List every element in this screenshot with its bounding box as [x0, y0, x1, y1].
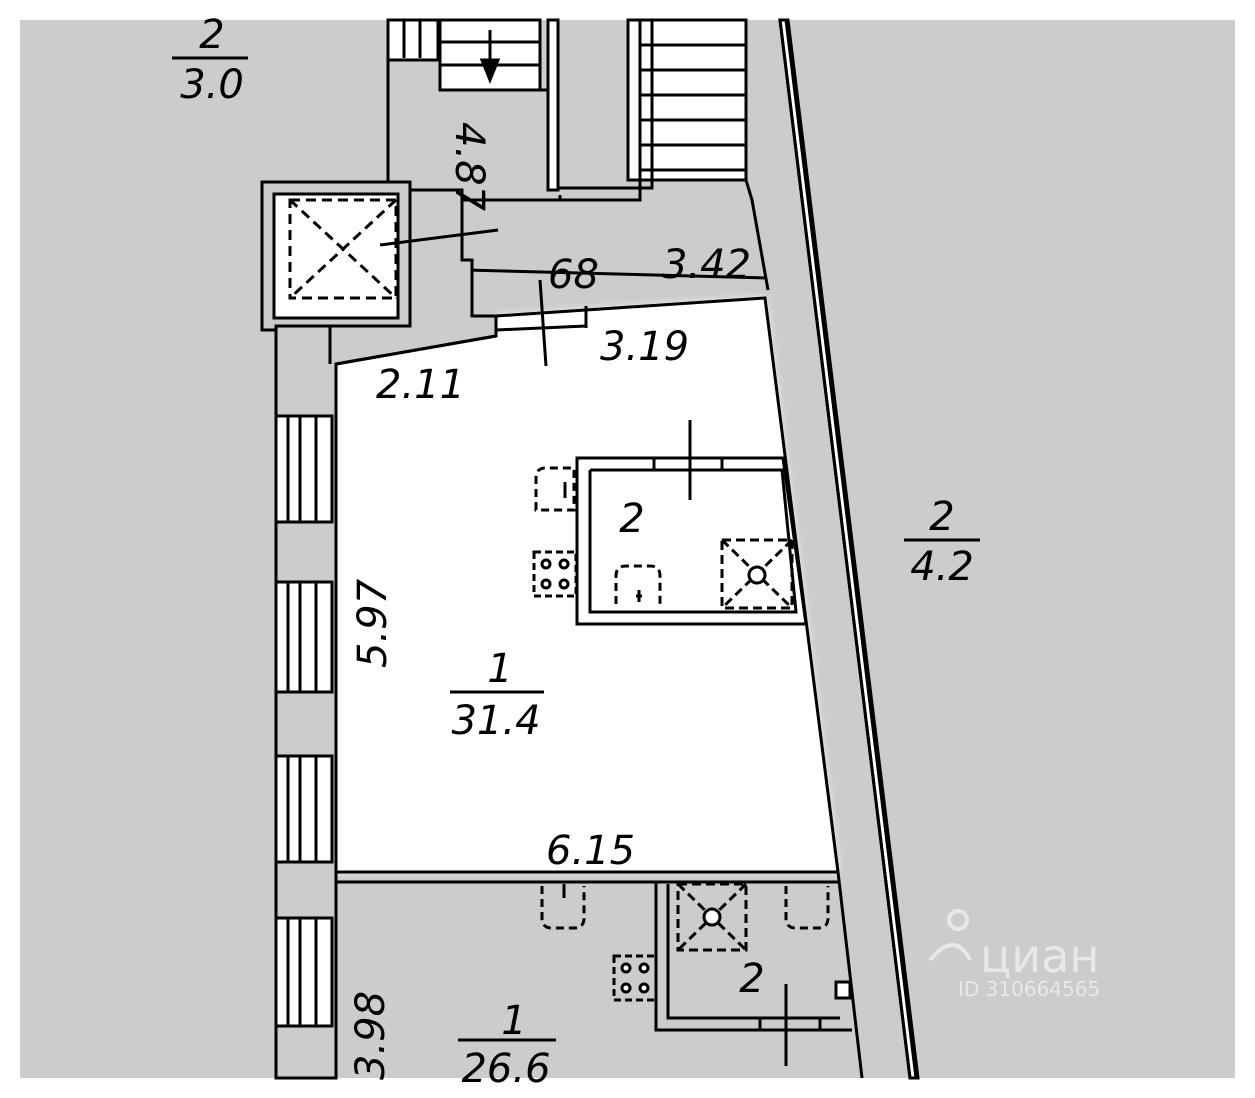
area-fraction-lines: [172, 56, 980, 1042]
room-top-left-number: 2: [199, 12, 224, 58]
left-wall: [274, 188, 498, 1080]
kitchen-island-top: [532, 420, 808, 626]
watermark-id: ID 310664565: [958, 977, 1100, 1001]
corridor-walls: [386, 20, 770, 291]
room-bottom-area: 26.6: [461, 1046, 550, 1092]
dim-211: 2.11: [376, 362, 465, 408]
dim-597: 5.97: [350, 578, 396, 668]
staircase: [386, 18, 748, 192]
dim-342: 3.42: [662, 242, 751, 288]
room-bottom-number: 1: [501, 998, 526, 1044]
dim-corridor-length: 4.87: [446, 122, 492, 212]
watermark: циан ID 310664565: [928, 909, 1100, 1001]
room-right-number: 2: [929, 494, 954, 540]
dim-398: 3.98: [348, 991, 394, 1080]
dim-615: 6.15: [546, 828, 635, 874]
room-main-number: 1: [487, 646, 512, 692]
island-top-number: 2: [619, 496, 644, 542]
watermark-brand: циан: [980, 929, 1099, 983]
kitchen-bottom: [540, 871, 864, 1079]
room-right-area: 4.2: [910, 544, 974, 590]
island-bottom-number: 2: [739, 956, 764, 1002]
dim-68: 68: [548, 252, 599, 298]
location-pin-icon: [947, 909, 969, 931]
elevator-shaft: [260, 180, 412, 332]
room-main-area: 31.4: [451, 698, 540, 744]
main-room-walls: [335, 228, 840, 884]
dim-319: 3.19: [600, 324, 689, 370]
room-top-left-area: 3.0: [180, 62, 244, 108]
